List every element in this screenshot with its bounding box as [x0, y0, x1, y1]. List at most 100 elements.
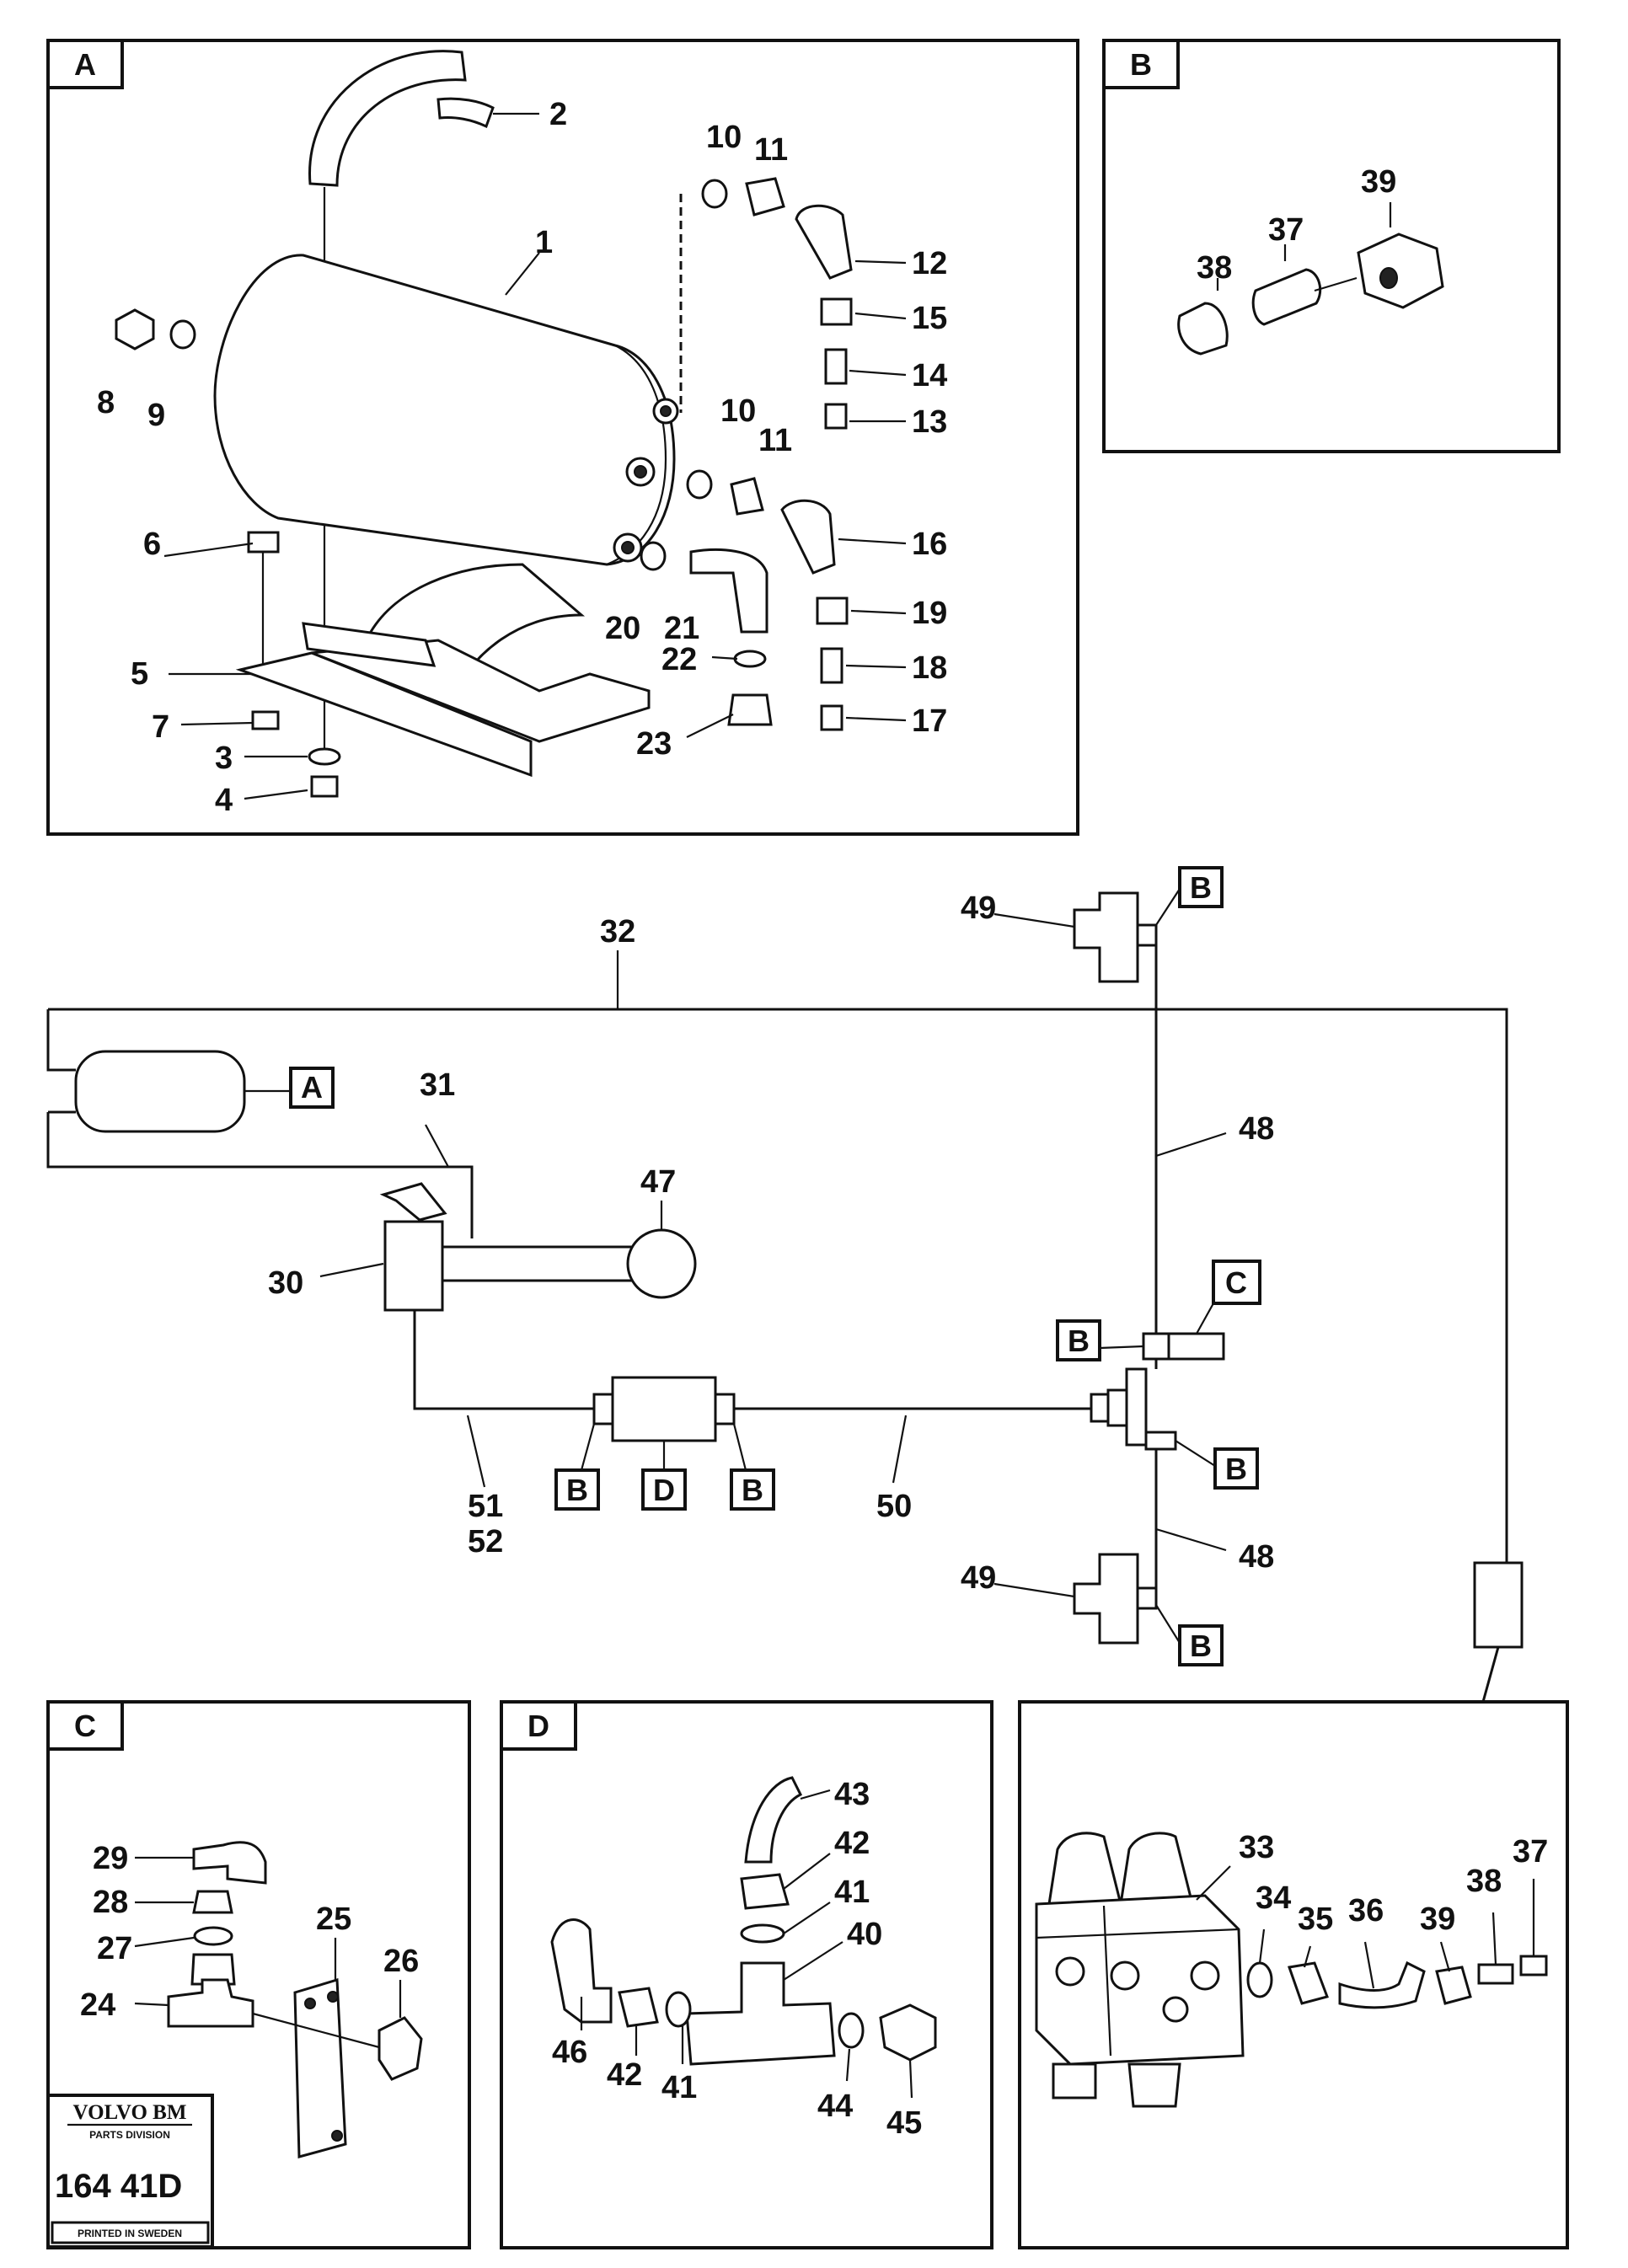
label-2: 2	[549, 97, 567, 132]
label-5: 5	[131, 656, 148, 692]
nut-27b	[190, 1953, 236, 1986]
tag-d: D	[653, 1473, 675, 1507]
logo-division: PARTS DIVISION	[89, 2129, 170, 2141]
panel-a-label-box	[46, 39, 124, 89]
tag-b-top: B	[1190, 870, 1212, 905]
panel-d-label-box	[500, 1700, 577, 1751]
hose-43	[744, 1776, 803, 1864]
tag-c: C	[1225, 1265, 1247, 1300]
elbow-16	[780, 499, 836, 575]
label-4: 4	[215, 783, 233, 818]
tag-d-box	[641, 1468, 687, 1511]
nut-42a	[740, 1873, 790, 1910]
logo-printed: PRINTED IN SWEDEN	[78, 2228, 182, 2239]
tag-b-bottom-box	[1178, 1624, 1224, 1666]
bolt-6	[247, 531, 280, 554]
label-28: 28	[93, 1885, 128, 1920]
elbow-29	[192, 1841, 267, 1885]
label-48a: 48	[1239, 1111, 1274, 1147]
line-31	[244, 1165, 474, 1238]
panel-b: B 38 37 39	[1102, 39, 1561, 453]
elbow-21	[689, 548, 768, 634]
cone-38	[1177, 302, 1229, 356]
panel-d: D 43 42 41 40 46 42 41 44 45	[500, 1700, 993, 2249]
nut-26	[378, 2016, 423, 2081]
label-14: 14	[912, 358, 947, 393]
label-10a: 10	[706, 120, 742, 155]
label-10b: 10	[720, 393, 756, 429]
label-49b: 49	[961, 1560, 996, 1596]
brake-valve-33	[1035, 1832, 1245, 2108]
tag-b-mid: B	[742, 1473, 763, 1507]
tag-b-lower-box	[1213, 1447, 1259, 1490]
nut-8	[115, 308, 155, 350]
label-11b: 11	[758, 423, 792, 458]
panel-b-label: B	[1130, 47, 1152, 82]
washer-22	[733, 650, 767, 668]
label-1: 1	[535, 225, 553, 260]
valve-49-lower	[1073, 1553, 1158, 1645]
label-3: 3	[215, 741, 233, 776]
label-17: 17	[912, 703, 947, 739]
bracket-25	[293, 1978, 347, 2158]
sleeve-18	[820, 647, 843, 684]
label-51: 51	[468, 1489, 503, 1524]
label-19: 19	[912, 596, 947, 631]
label-8: 8	[97, 385, 115, 420]
gauge-arm	[441, 1245, 646, 1282]
nut-35	[1287, 1961, 1329, 2005]
label-33: 33	[1239, 1830, 1274, 1865]
tag-a-box	[289, 1067, 335, 1109]
nut-39	[1357, 233, 1444, 309]
valve-49-upper	[1073, 891, 1158, 983]
valve-33-symbol	[1473, 1561, 1524, 1649]
panel-a-frame	[46, 39, 1079, 836]
logo-brand: VOLVO BM	[73, 2101, 187, 2124]
label-38b: 38	[1466, 1864, 1502, 1899]
label-48b: 48	[1239, 1539, 1274, 1575]
plug-45	[879, 2003, 937, 2062]
label-23: 23	[636, 726, 672, 762]
washer-20	[640, 541, 667, 571]
elbow-12	[795, 204, 853, 280]
tag-b-tee: B	[1068, 1324, 1090, 1358]
label-26: 26	[383, 1944, 419, 1979]
panel-e-frame	[1018, 1700, 1569, 2249]
label-39b: 39	[1420, 1902, 1455, 1937]
washer-9	[169, 319, 196, 350]
tee-24	[167, 1978, 254, 2028]
line-32	[46, 1008, 1508, 1563]
washer-44	[838, 2012, 865, 2049]
label-49a: 49	[961, 891, 996, 926]
label-25: 25	[316, 1902, 351, 1937]
gauge-47	[626, 1228, 697, 1299]
tag-a: A	[301, 1070, 323, 1105]
panel-c: C 29 28 27 24 25 26 VOLVO BM PARTS DIVIS…	[46, 1700, 471, 2249]
label-52: 52	[468, 1524, 503, 1559]
label-29: 29	[93, 1841, 128, 1876]
valve-30	[319, 1182, 697, 1312]
nut-19	[816, 596, 849, 625]
tank-symbol	[74, 1050, 246, 1133]
elbow-46	[550, 1918, 613, 2024]
label-45: 45	[886, 2105, 922, 2141]
label-42a: 42	[834, 1826, 870, 1861]
nut-11a	[745, 177, 785, 217]
label-39: 39	[1361, 164, 1396, 200]
label-20: 20	[605, 611, 640, 646]
tag-b-tee-box	[1056, 1319, 1101, 1361]
label-13: 13	[912, 404, 947, 440]
tag-b-mid-box	[730, 1468, 775, 1511]
sleeve-14	[824, 348, 848, 385]
washer-3	[308, 747, 341, 766]
label-37b: 37	[1513, 1834, 1548, 1869]
volvo-logo: VOLVO BM PARTS DIVISION 164 41D PRINTED …	[46, 2094, 214, 2249]
panel-b-label-box	[1102, 39, 1180, 89]
label-6: 6	[143, 527, 161, 562]
label-31: 31	[420, 1067, 455, 1103]
label-34: 34	[1256, 1880, 1291, 1916]
label-7: 7	[152, 709, 169, 745]
label-43: 43	[834, 1777, 870, 1812]
leaders-a	[163, 112, 907, 800]
logo-code: 164 41D	[55, 2168, 182, 2205]
